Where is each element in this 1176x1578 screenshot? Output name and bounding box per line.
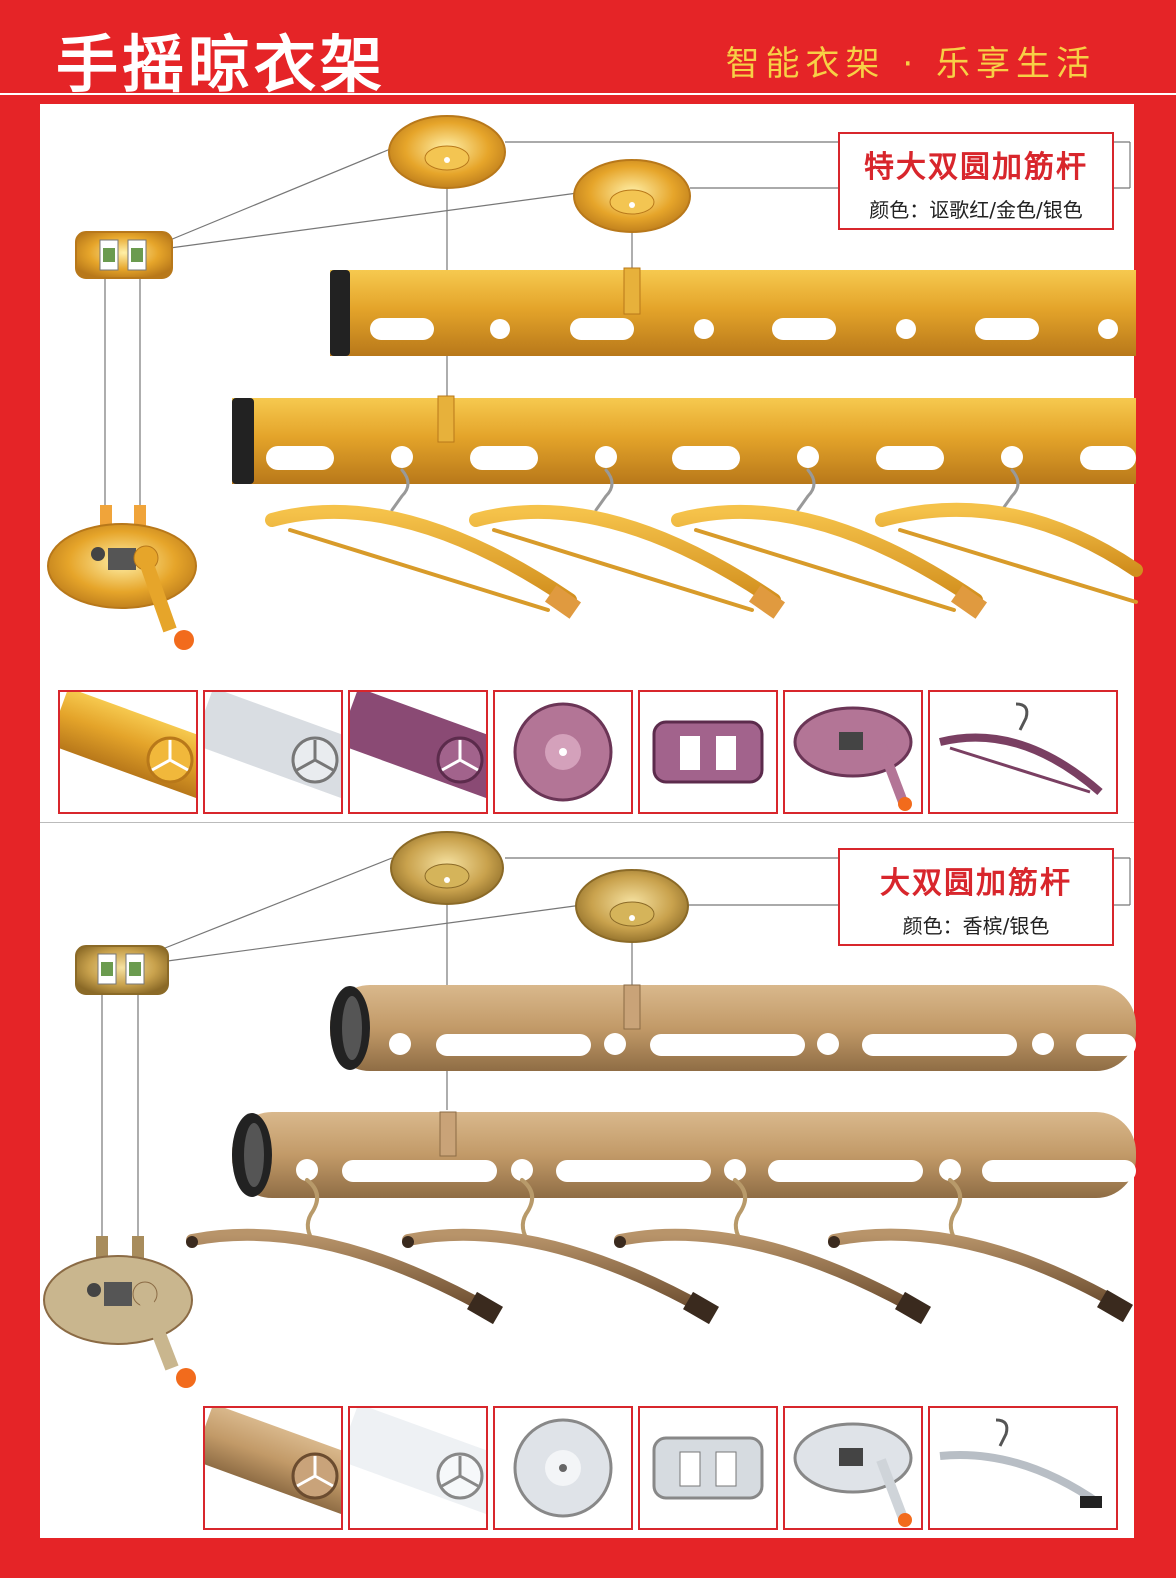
silver-tube-icon [203,690,343,814]
ceiling-disc-top-2 [573,159,691,233]
crank-box-bottom [43,1236,196,1388]
champagne-tube-icon [203,1406,343,1530]
ceiling-disc-top-1 [388,115,506,189]
purple-tube-icon [348,690,488,814]
silver-pulley-block-icon [638,1406,778,1530]
purple-hanger-icon [928,690,1118,814]
header-divider [0,93,1176,95]
section-divider [40,822,1134,823]
left-band [0,96,40,156]
spec-colors-top: 颜色：讴歌红/金色/银色 [869,198,1083,222]
purple-ceiling-disc-icon [493,690,633,814]
purple-pulley-block-icon [638,690,778,814]
white-tube-icon [348,1406,488,1530]
silver-hanger-icon [928,1406,1118,1530]
purple-crank-box-icon [783,690,923,814]
spec-card-top: 特大双圆加筋杆 颜色：讴歌红/金色/银色 [838,132,1114,230]
spec-card-bottom: 大双圆加筋杆 颜色：香槟/银色 [838,848,1114,946]
rail-top-lower [232,395,1136,484]
page-title: 手摇晾衣架 [56,28,387,101]
hangers-bottom [186,1178,1133,1325]
spec-colors-bottom: 颜色：香槟/银色 [902,914,1050,938]
silver-ceiling-disc-icon [493,1406,633,1530]
pulley-block-top [75,231,173,279]
right-band [1136,96,1176,156]
ceiling-disc-bottom-1 [390,831,504,905]
gold-tube-icon [58,690,198,814]
spec-title-top: 特大双圆加筋杆 [864,150,1088,185]
page-header: 手摇晾衣架 智能衣架 · 乐享生活 [0,0,1176,101]
footer-band [0,1538,1176,1578]
rail-top-upper [330,267,1136,356]
spec-title-bottom: 大双圆加筋杆 [880,866,1072,901]
ceiling-disc-bottom-2 [575,869,689,943]
page-slogan: 智能衣架 · 乐享生活 [725,44,1096,84]
rail-bottom-upper [330,984,1136,1071]
crank-box-top [47,505,197,650]
hangers-top [265,468,1143,619]
pulley-block-bottom [75,945,169,995]
rail-bottom-lower [232,1111,1136,1198]
silver-crank-box-icon [783,1406,923,1530]
